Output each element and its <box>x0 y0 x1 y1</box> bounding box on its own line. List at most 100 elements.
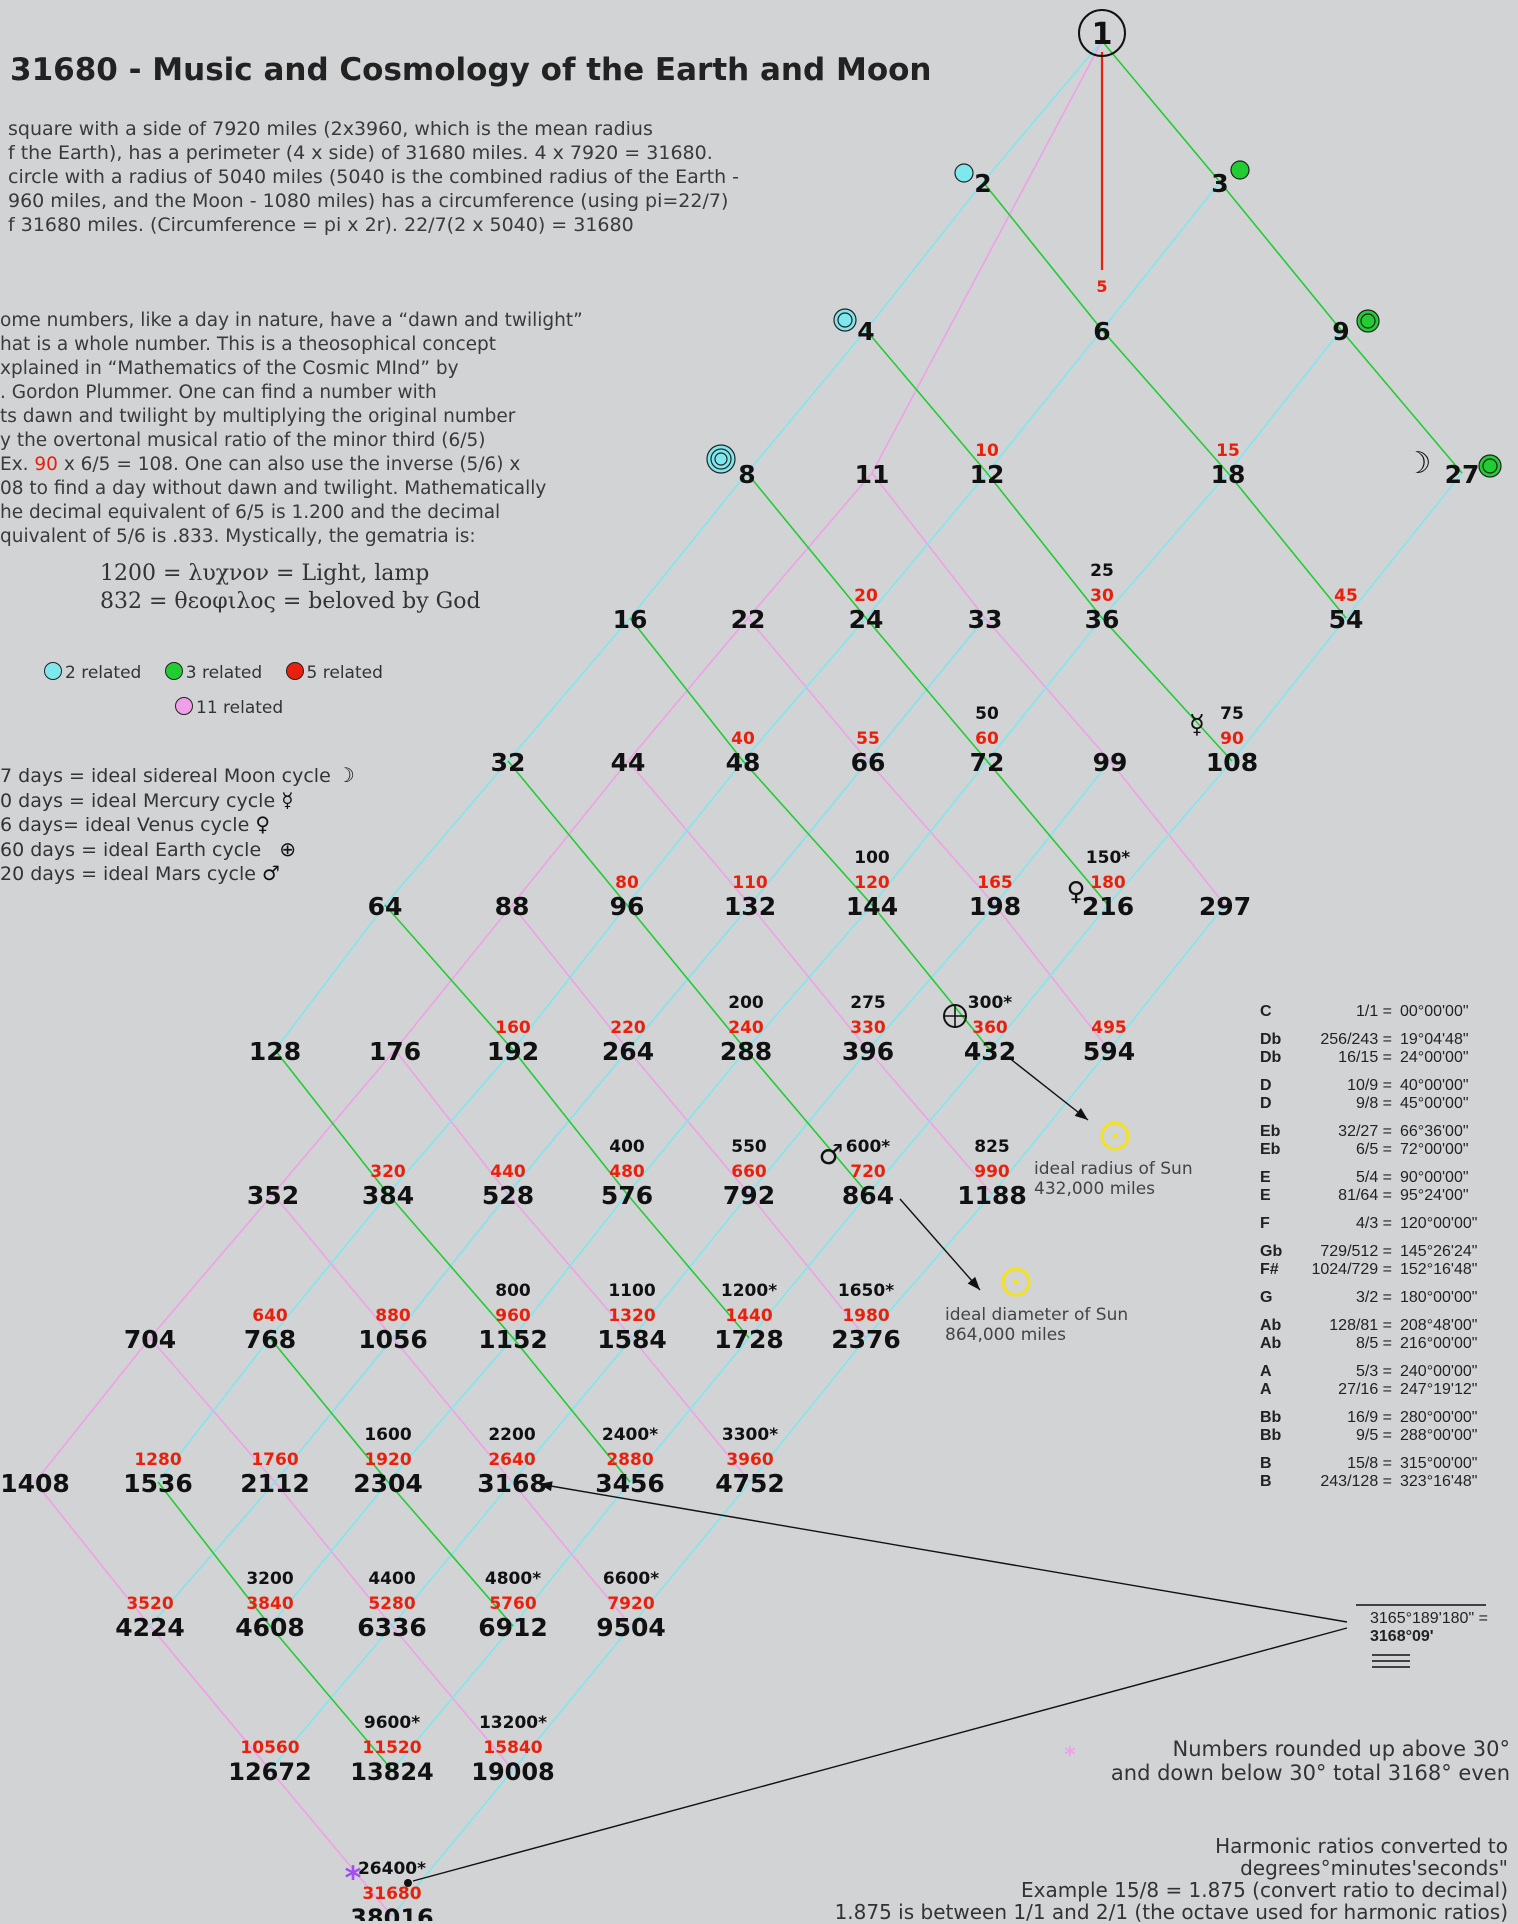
node-number: 432 <box>964 1037 1016 1066</box>
red-label: 660 <box>731 1162 767 1182</box>
legend: 2 related 3 related 5 related <box>44 662 383 683</box>
ratio-degrees: 95°24'00" <box>1400 1187 1469 1204</box>
radius-arrow-head <box>1074 1108 1088 1120</box>
ratio-note: B <box>1260 1473 1272 1490</box>
black-label: 75 <box>1220 704 1244 724</box>
total-arrow-3168 <box>538 1483 1348 1623</box>
ratio-note: A <box>1260 1363 1272 1380</box>
sun-radius-label: ideal radius of Sun 432,000 miles <box>1034 1159 1193 1199</box>
node-number: 2376 <box>831 1325 901 1354</box>
ratio-value: 8/5 = <box>1355 1335 1392 1352</box>
footnote: Numbers rounded up above 30° and down be… <box>1060 1737 1510 1785</box>
ratio-degrees: 00°00'00" <box>1400 1003 1469 1020</box>
ratio-note: E <box>1260 1169 1271 1186</box>
three-line <box>871 904 991 1051</box>
red-label: 5760 <box>489 1594 536 1614</box>
ratio-value: 243/128 = <box>1320 1473 1392 1490</box>
node-number: 2112 <box>240 1469 310 1498</box>
pink-asterisk-icon: * <box>1064 1743 1076 1768</box>
black-label: 26400* <box>358 1859 426 1879</box>
eleven-line <box>34 1337 151 1483</box>
red-number: 90 <box>34 454 58 475</box>
legend-item: 2 related <box>44 662 141 683</box>
intro-paragraph: square with a side of 7920 miles (2x3960… <box>8 117 739 237</box>
red-label: 20 <box>854 586 878 606</box>
gematria-light: 1200 = λυχνον = Light, lamp <box>100 561 430 586</box>
node-number: 3168 <box>477 1469 547 1498</box>
node-number: 3456 <box>595 1469 665 1498</box>
two-line <box>871 760 988 906</box>
two-line <box>742 617 867 762</box>
black-label: 800 <box>495 1281 531 1301</box>
node-number: 11 <box>855 460 890 489</box>
moon-icon: ☽ <box>1405 446 1432 481</box>
two-line <box>1108 904 1226 1051</box>
top-circle <box>1078 9 1126 57</box>
node-number: 66 <box>851 748 886 777</box>
ratio-total: 3165°189'180" = 3168°09' <box>1370 1610 1488 1646</box>
three-line <box>626 1193 750 1339</box>
eleven-line <box>269 1769 393 1917</box>
node-number: 4224 <box>115 1613 185 1642</box>
eleven-line <box>1109 760 1226 906</box>
node-number: 18 <box>1211 460 1246 489</box>
black-label: 9600* <box>364 1713 420 1733</box>
intro-line: f 31680 miles. (Circumference = pi x 2r)… <box>8 214 634 236</box>
red-label: 45 <box>1334 586 1358 606</box>
ratio-value: 15/8 = <box>1347 1455 1392 1472</box>
ratio-degrees: 152°16'48" <box>1400 1261 1478 1278</box>
two-line <box>630 1481 751 1627</box>
ratio-note: F <box>1260 1215 1270 1232</box>
three-line <box>982 181 1103 331</box>
two-line <box>1101 472 1229 619</box>
two-line <box>982 40 1103 183</box>
harmonic-note: Harmonic ratios converted to degrees°min… <box>800 1835 1508 1923</box>
page-title: 31680 - Music and Cosmology of the Earth… <box>10 52 932 88</box>
red-label: 640 <box>252 1306 288 1326</box>
dawn-line: y the overtonal musical ratio of the min… <box>0 430 486 451</box>
three-line <box>387 1193 514 1339</box>
eleven-line <box>272 1049 396 1195</box>
black-label: 200 <box>728 993 764 1013</box>
red-label: 720 <box>850 1162 886 1182</box>
two-line <box>749 760 869 906</box>
black-label: 25 <box>1090 561 1114 581</box>
node-number: 9 <box>1332 317 1349 346</box>
dawn-line: ts dawn and twilight by multiplying the … <box>0 406 516 427</box>
three-line <box>1101 617 1233 762</box>
node-number: 6 <box>1093 317 1110 346</box>
red-label: 240 <box>728 1018 764 1038</box>
black-label: 825 <box>974 1137 1010 1157</box>
harmonic-note-line: Harmonic ratios converted to <box>1215 1834 1508 1858</box>
red-dot-icon <box>285 662 304 680</box>
three-line <box>745 1049 869 1195</box>
red-label: 480 <box>609 1162 645 1182</box>
black-label: 4800* <box>485 1569 541 1589</box>
ratio-degrees: 40°00'00" <box>1400 1077 1469 1094</box>
top-number: 1 <box>1092 17 1113 52</box>
two-line <box>986 617 1103 762</box>
three-line <box>629 617 744 762</box>
red-label: 180 <box>1090 873 1126 893</box>
ratio-degrees: 90°00'00" <box>1400 1169 1469 1186</box>
ratio-degrees: 280°00'00" <box>1400 1409 1478 1426</box>
sun-icon-center <box>1112 1133 1118 1139</box>
three-line <box>512 1337 631 1483</box>
red-label: 60 <box>975 729 999 749</box>
two-line <box>391 1769 514 1917</box>
ratio-degrees: 24°00'00" <box>1400 1049 1469 1066</box>
red-label: 160 <box>495 1018 531 1038</box>
eleven-line <box>627 617 749 762</box>
node-number: 1584 <box>597 1325 667 1354</box>
node-number: 44 <box>611 748 646 777</box>
node-number: 176 <box>369 1037 421 1066</box>
node-number: 22 <box>731 605 766 634</box>
eleven-line <box>149 1625 271 1771</box>
eleven-line <box>867 760 996 906</box>
three-line <box>387 1481 514 1627</box>
mercury-icon: ☿ <box>1189 710 1205 740</box>
red-label: 880 <box>375 1306 411 1326</box>
node-number: 19008 <box>471 1758 555 1786</box>
planet-cycle-mercury: 0 days = ideal Mercury cycle ☿ <box>0 787 294 812</box>
